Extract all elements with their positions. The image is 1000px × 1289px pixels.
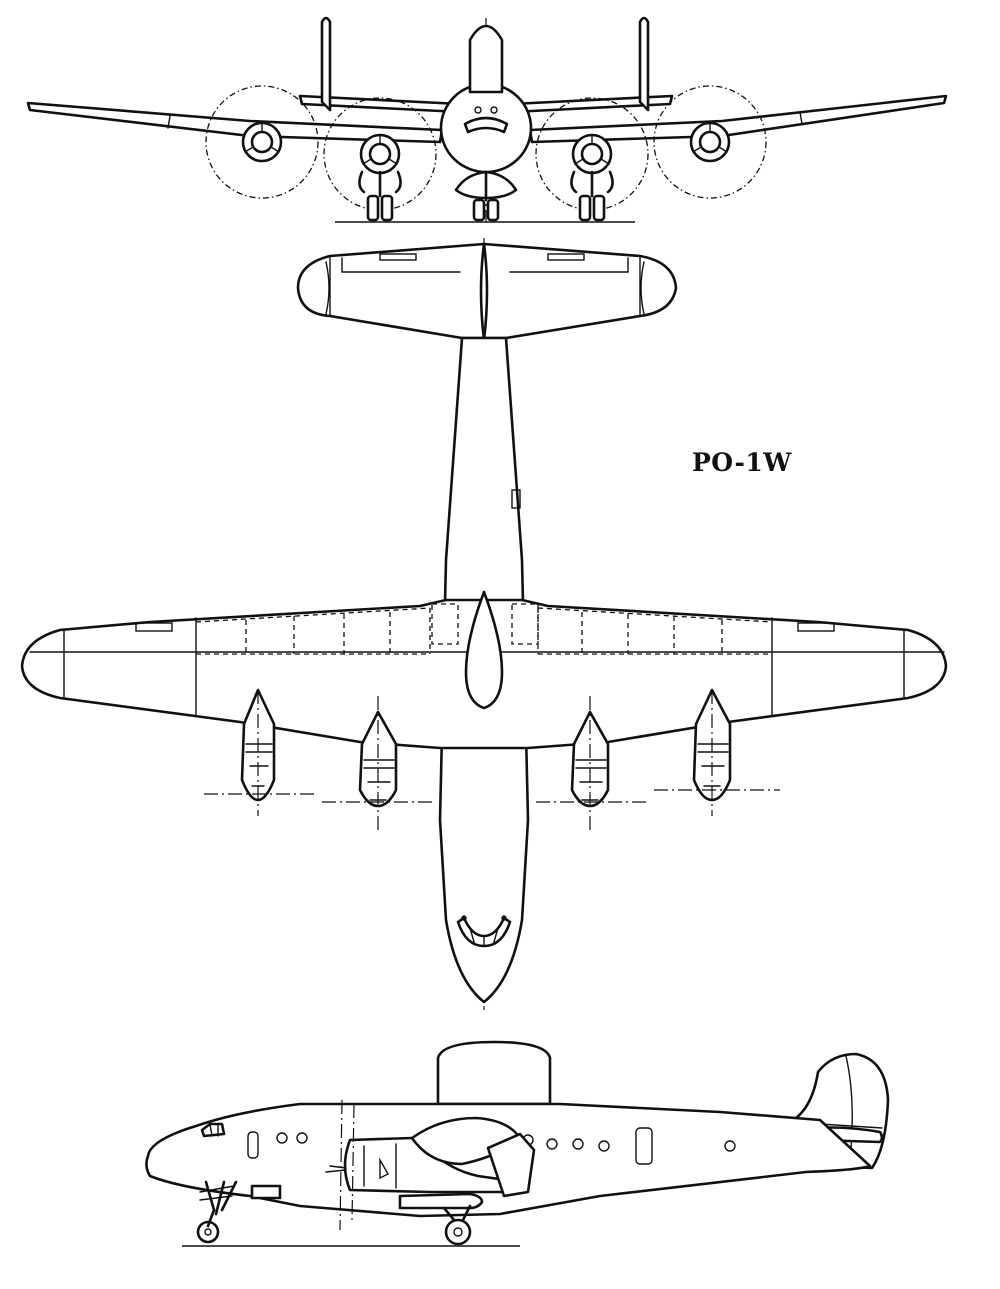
propeller-disc-3 bbox=[535, 97, 649, 211]
dorsal-radome-side bbox=[436, 1040, 552, 1106]
main-gear-right-front bbox=[570, 170, 614, 222]
left-outer-fin bbox=[320, 16, 332, 112]
ventral-radome-plan bbox=[464, 590, 504, 710]
engine-front-1 bbox=[241, 121, 283, 163]
right-outer-fin bbox=[638, 16, 650, 112]
main-gear-left-front bbox=[358, 170, 402, 222]
engine-front-4 bbox=[689, 121, 731, 163]
cargo-door bbox=[635, 1127, 653, 1165]
side-view bbox=[145, 1040, 890, 1247]
ventral-radome-side bbox=[398, 1192, 484, 1210]
nacelle-plan-4 bbox=[654, 688, 780, 816]
main-gear-side bbox=[442, 1204, 472, 1246]
nacelle-plan-1 bbox=[204, 688, 314, 816]
propeller-disc-2 bbox=[323, 97, 437, 211]
cockpit-glazing-plan bbox=[456, 916, 512, 948]
aircraft-designation: PO-1W bbox=[692, 448, 792, 477]
nose-gear-front bbox=[454, 170, 518, 222]
left-wing-front bbox=[26, 101, 444, 144]
engine-front-2 bbox=[359, 133, 401, 175]
nacelle-plan-2 bbox=[322, 696, 434, 832]
engine-front-3 bbox=[571, 133, 613, 175]
dorsal-radome-front bbox=[468, 24, 504, 94]
propeller-disc-4 bbox=[653, 85, 767, 199]
nose-gear-side bbox=[196, 1180, 238, 1244]
right-wing-front bbox=[528, 94, 948, 144]
top-view bbox=[20, 238, 948, 1010]
nacelle-plan-3 bbox=[536, 696, 646, 832]
front-view bbox=[26, 16, 948, 223]
side-window bbox=[247, 1131, 259, 1159]
propeller-disc-1 bbox=[205, 85, 319, 199]
